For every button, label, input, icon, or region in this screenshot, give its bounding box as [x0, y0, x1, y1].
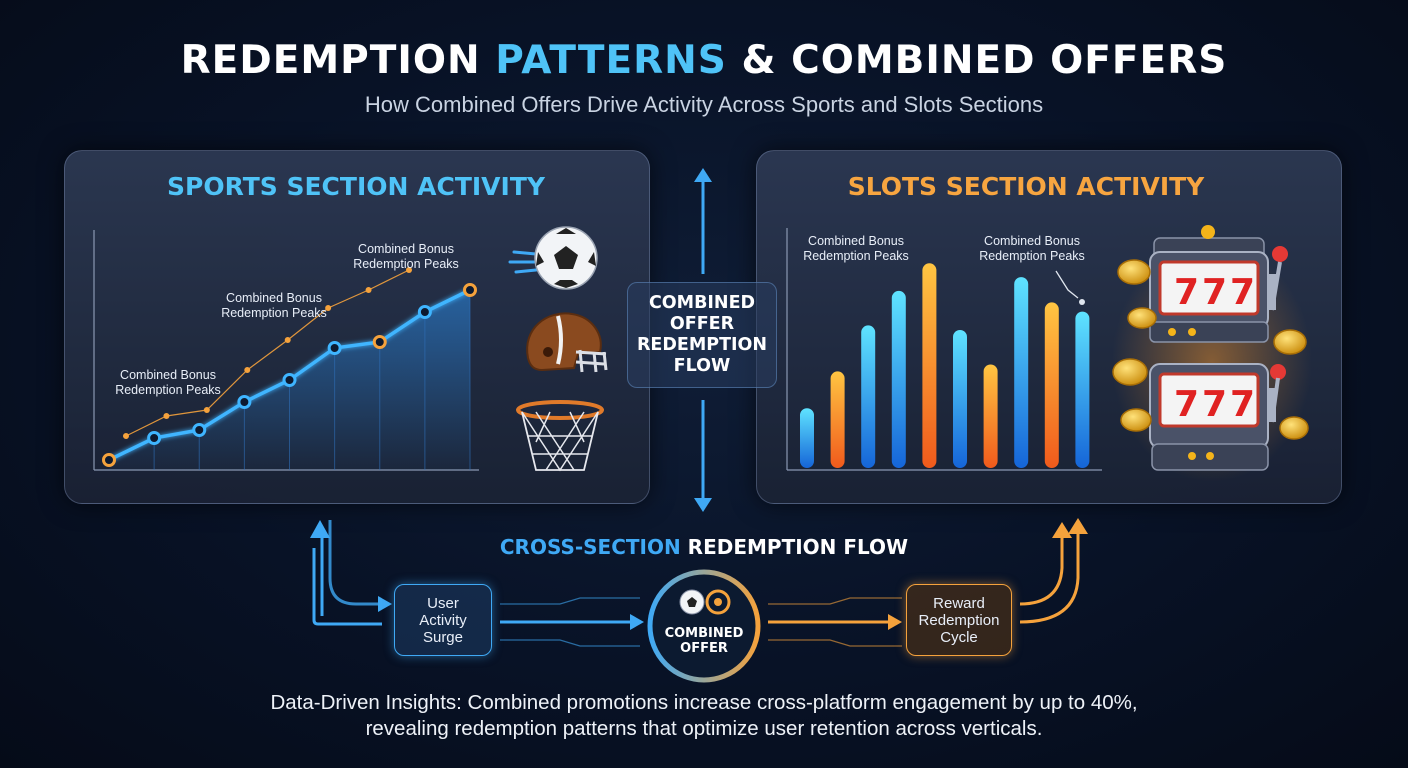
annotation-line: Combined Bonus — [226, 291, 322, 305]
flow-title-accent: CROSS-SECTION — [499, 535, 681, 559]
slots-annotation-leader — [1055, 270, 1079, 299]
sports-data-point — [147, 431, 162, 445]
annotation-line: Redemption Peaks — [221, 306, 327, 320]
node-line: Cycle — [940, 628, 978, 646]
sports-panel-title: SPORTS SECTION ACTIVITY — [167, 172, 545, 201]
footer-line: Data-Driven Insights: Combined promotion… — [270, 691, 1138, 714]
sports-data-point — [192, 423, 207, 437]
slots-bar — [800, 408, 814, 468]
slots-bar — [830, 371, 845, 468]
svg-text:7: 7 — [1230, 272, 1255, 313]
sports-data-point — [102, 453, 116, 467]
slots-bar — [1044, 302, 1059, 468]
flow-title-rest: REDEMPTION FLOW — [680, 535, 909, 559]
svg-text:7: 7 — [1202, 272, 1227, 313]
sports-peak-point — [163, 413, 170, 419]
node-line: User — [427, 594, 459, 612]
sports-peak-point — [284, 337, 291, 343]
slots-bar — [983, 364, 998, 468]
page-subtitle: How Combined Offers Drive Activity Acros… — [364, 92, 1044, 117]
center-line: REDEMPTION — [636, 335, 768, 355]
flow-title: CROSS-SECTION REDEMPTION FLOW — [0, 535, 1408, 559]
node-line: Reward — [933, 594, 985, 612]
svg-text:7: 7 — [1174, 384, 1199, 425]
slots-bar — [861, 325, 876, 468]
annotation-line: Redemption Peaks — [353, 257, 459, 271]
node-line: Surge — [422, 628, 463, 646]
center-down-arrow — [694, 400, 712, 512]
annotation-line: Redemption Peaks — [979, 249, 1085, 263]
sports-data-point — [463, 283, 477, 297]
sports-peak-point — [365, 287, 372, 293]
center-line: COMBINED — [648, 293, 756, 313]
basketball-hoop-icon — [516, 400, 604, 472]
slots-bar — [922, 263, 937, 468]
svg-text:7: 7 — [1230, 384, 1255, 425]
sports-peaks-line — [125, 269, 410, 437]
annotation-line: Combined Bonus — [984, 234, 1080, 248]
sports-peak-point — [203, 407, 210, 413]
cross-section-flow-arrows — [310, 518, 1088, 647]
node-line: Redemption — [918, 611, 1000, 629]
title-part-2: & COMBINED OFFERS — [726, 38, 1228, 83]
sports-data-point — [282, 373, 297, 387]
slots-bar — [953, 330, 967, 468]
soccer-ball-icon — [508, 226, 598, 290]
annotation-line: Combined Bonus — [120, 368, 216, 382]
slots-bar — [891, 290, 906, 468]
combined-offer-node — [647, 569, 761, 683]
sports-data-point — [237, 395, 252, 409]
sports-data-point — [417, 305, 432, 319]
slot-machines-illustration: 7 7 7 7 7 7 — [1112, 225, 1312, 482]
footer-line: revealing redemption patterns that optim… — [365, 717, 1043, 740]
slot-machine-icon: 7 7 7 — [1149, 225, 1288, 343]
footer-insight: Data-Driven Insights: Combined promotion… — [0, 690, 1408, 742]
svg-text:7: 7 — [1174, 272, 1199, 313]
annotation-line: Combined Bonus — [358, 242, 454, 256]
annotation-line: Combined Bonus — [808, 234, 904, 248]
football-helmet-icon — [526, 312, 608, 373]
node-line: OFFER — [680, 641, 728, 656]
svg-text:7: 7 — [1202, 384, 1227, 425]
center-line: FLOW — [673, 356, 731, 376]
page-title: REDEMPTION PATTERNS & COMBINED OFFERS — [0, 38, 1408, 83]
slots-panel-title: SLOTS SECTION ACTIVITY — [847, 172, 1205, 201]
slots-annotation-dot — [1079, 299, 1085, 305]
title-accent: PATTERNS — [495, 38, 727, 83]
node-line: Activity — [419, 611, 467, 629]
sports-line-chart — [93, 230, 479, 471]
center-up-arrow — [694, 168, 712, 274]
sports-peak-point — [123, 433, 129, 439]
sports-peak-point — [244, 367, 251, 373]
gold-coin-icon — [1112, 259, 1309, 440]
slots-bar-chart — [786, 228, 1102, 471]
slots-bar — [1075, 311, 1090, 468]
sports-peak-point — [325, 305, 332, 311]
annotation-line: Redemption Peaks — [115, 383, 221, 397]
title-part-1: REDEMPTION — [180, 38, 496, 83]
slot-machine-icon: 7 7 7 — [1149, 363, 1286, 471]
node-line: COMBINED — [664, 626, 744, 641]
combined-offer-flow-box: COMBINED OFFER REDEMPTION FLOW — [627, 282, 777, 388]
sports-data-point — [327, 341, 342, 355]
sports-data-point — [372, 335, 387, 349]
slots-bar — [1014, 277, 1029, 468]
sports-peak-point — [406, 267, 412, 273]
annotation-line: Redemption Peaks — [803, 249, 909, 263]
center-line: OFFER — [669, 314, 735, 334]
